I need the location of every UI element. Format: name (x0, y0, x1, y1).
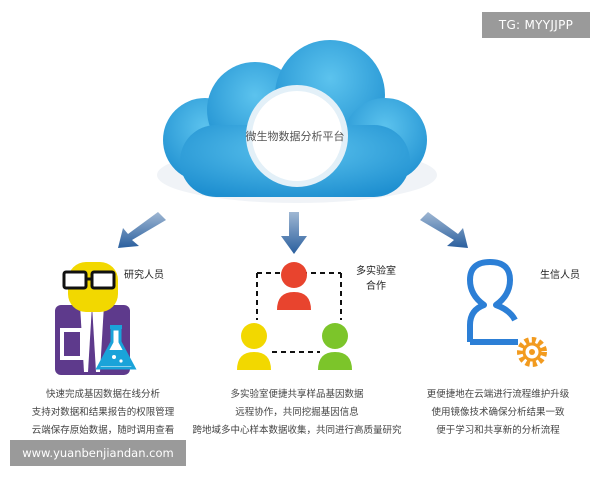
arrow-left-icon (118, 212, 166, 248)
flask-icon (95, 325, 137, 370)
researcher-line-1: 快速完成基因数据在线分析 (45, 389, 160, 400)
collaboration-line-2: 远程协作，共同挖掘基因信息 (235, 407, 359, 418)
researcher-icon (55, 262, 130, 375)
researcher-line-3: 云端保存原始数据，随时调用查看 (31, 425, 175, 436)
collaboration-label: 多实验室 合作 (352, 262, 400, 292)
collaboration-label-line1: 多实验室 (356, 266, 396, 277)
arrow-center-icon (281, 212, 307, 254)
collaboration-label-line2: 合作 (366, 281, 386, 292)
arrow-right-icon (420, 212, 468, 248)
cloud-center-circle (246, 85, 348, 187)
bioinfo-label: 生信人员 (540, 270, 580, 281)
gear-icon (517, 337, 547, 367)
bioinfo-line-1: 更便捷地在云端进行流程维护升级 (426, 389, 570, 400)
collaboration-description: 多实验室便捷共享样品基因数据 远程协作，共同挖掘基因信息 跨地域多中心样本数据收… (192, 386, 402, 440)
bioinfo-line-2: 使用镜像技术确保分析结果一致 (431, 407, 565, 418)
researcher-label: 研究人员 (124, 270, 164, 281)
collaboration-line-1: 多实验室便捷共享样品基因数据 (230, 389, 364, 400)
bioinfo-description: 更便捷地在云端进行流程维护升级 使用镜像技术确保分析结果一致 便于学习和共享新的… (408, 386, 588, 440)
collaboration-line-3: 跨地域多中心样本数据收集，共同进行高质量研究 (192, 425, 402, 436)
collaboration-icon (237, 262, 352, 370)
researcher-description: 快速完成基因数据在线分析 支持对数据和结果报告的权限管理 云端保存原始数据，随时… (18, 386, 188, 440)
researcher-line-2: 支持对数据和结果报告的权限管理 (31, 407, 175, 418)
bioinfo-user-icon (467, 259, 518, 345)
website-watermark: www.yuanbenjiandan.com (10, 440, 186, 466)
cloud-label: 微生物数据分析平台 (245, 130, 345, 143)
bioinfo-line-3: 便于学习和共享新的分析流程 (436, 425, 560, 436)
tag-badge: TG: MYYJJPP (482, 12, 590, 38)
